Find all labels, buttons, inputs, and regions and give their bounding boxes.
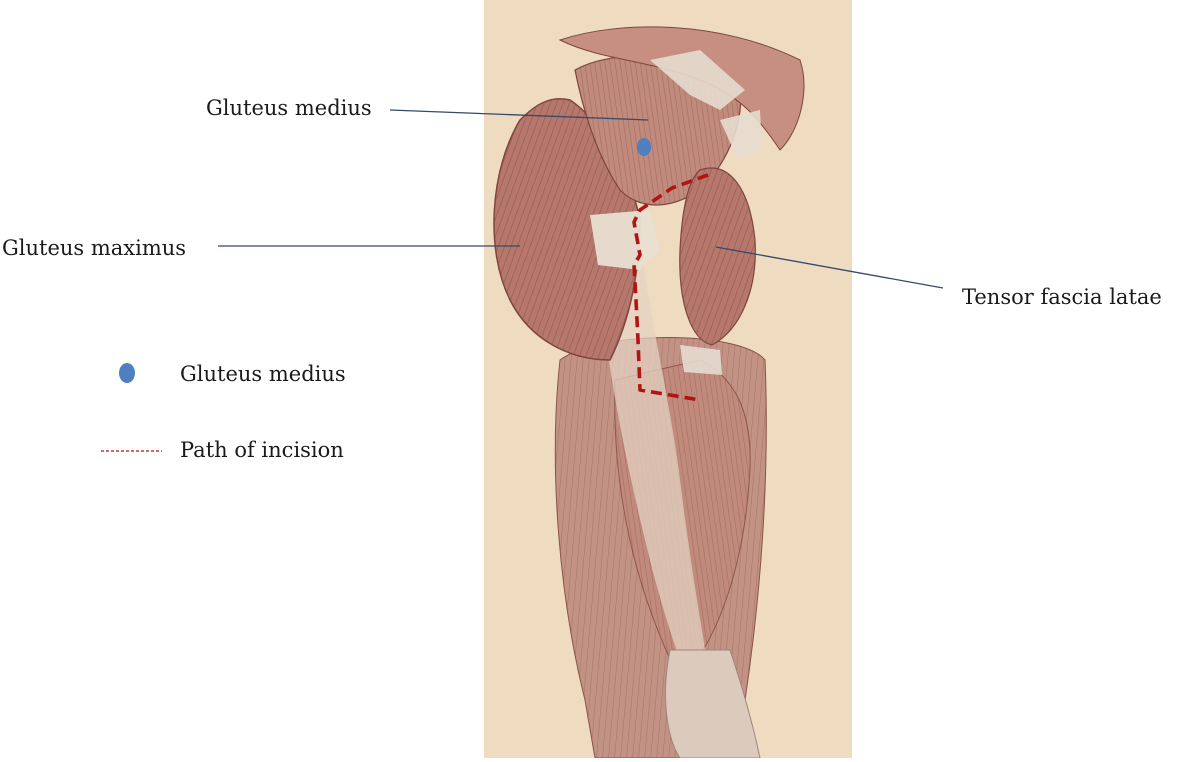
tendon-patch-lower (680, 345, 722, 375)
legend-dot-label: Gluteus medius (180, 364, 346, 385)
label-tensor-fascia-latae: Tensor fascia latae (962, 287, 1162, 308)
gluteus-medius-marker (637, 138, 651, 156)
legend-incision-label: Path of incision (180, 440, 344, 461)
legend-dot-icon (119, 363, 135, 383)
label-gluteus-medius: Gluteus medius (206, 98, 372, 119)
label-gluteus-maximus: Gluteus maximus (2, 238, 186, 259)
